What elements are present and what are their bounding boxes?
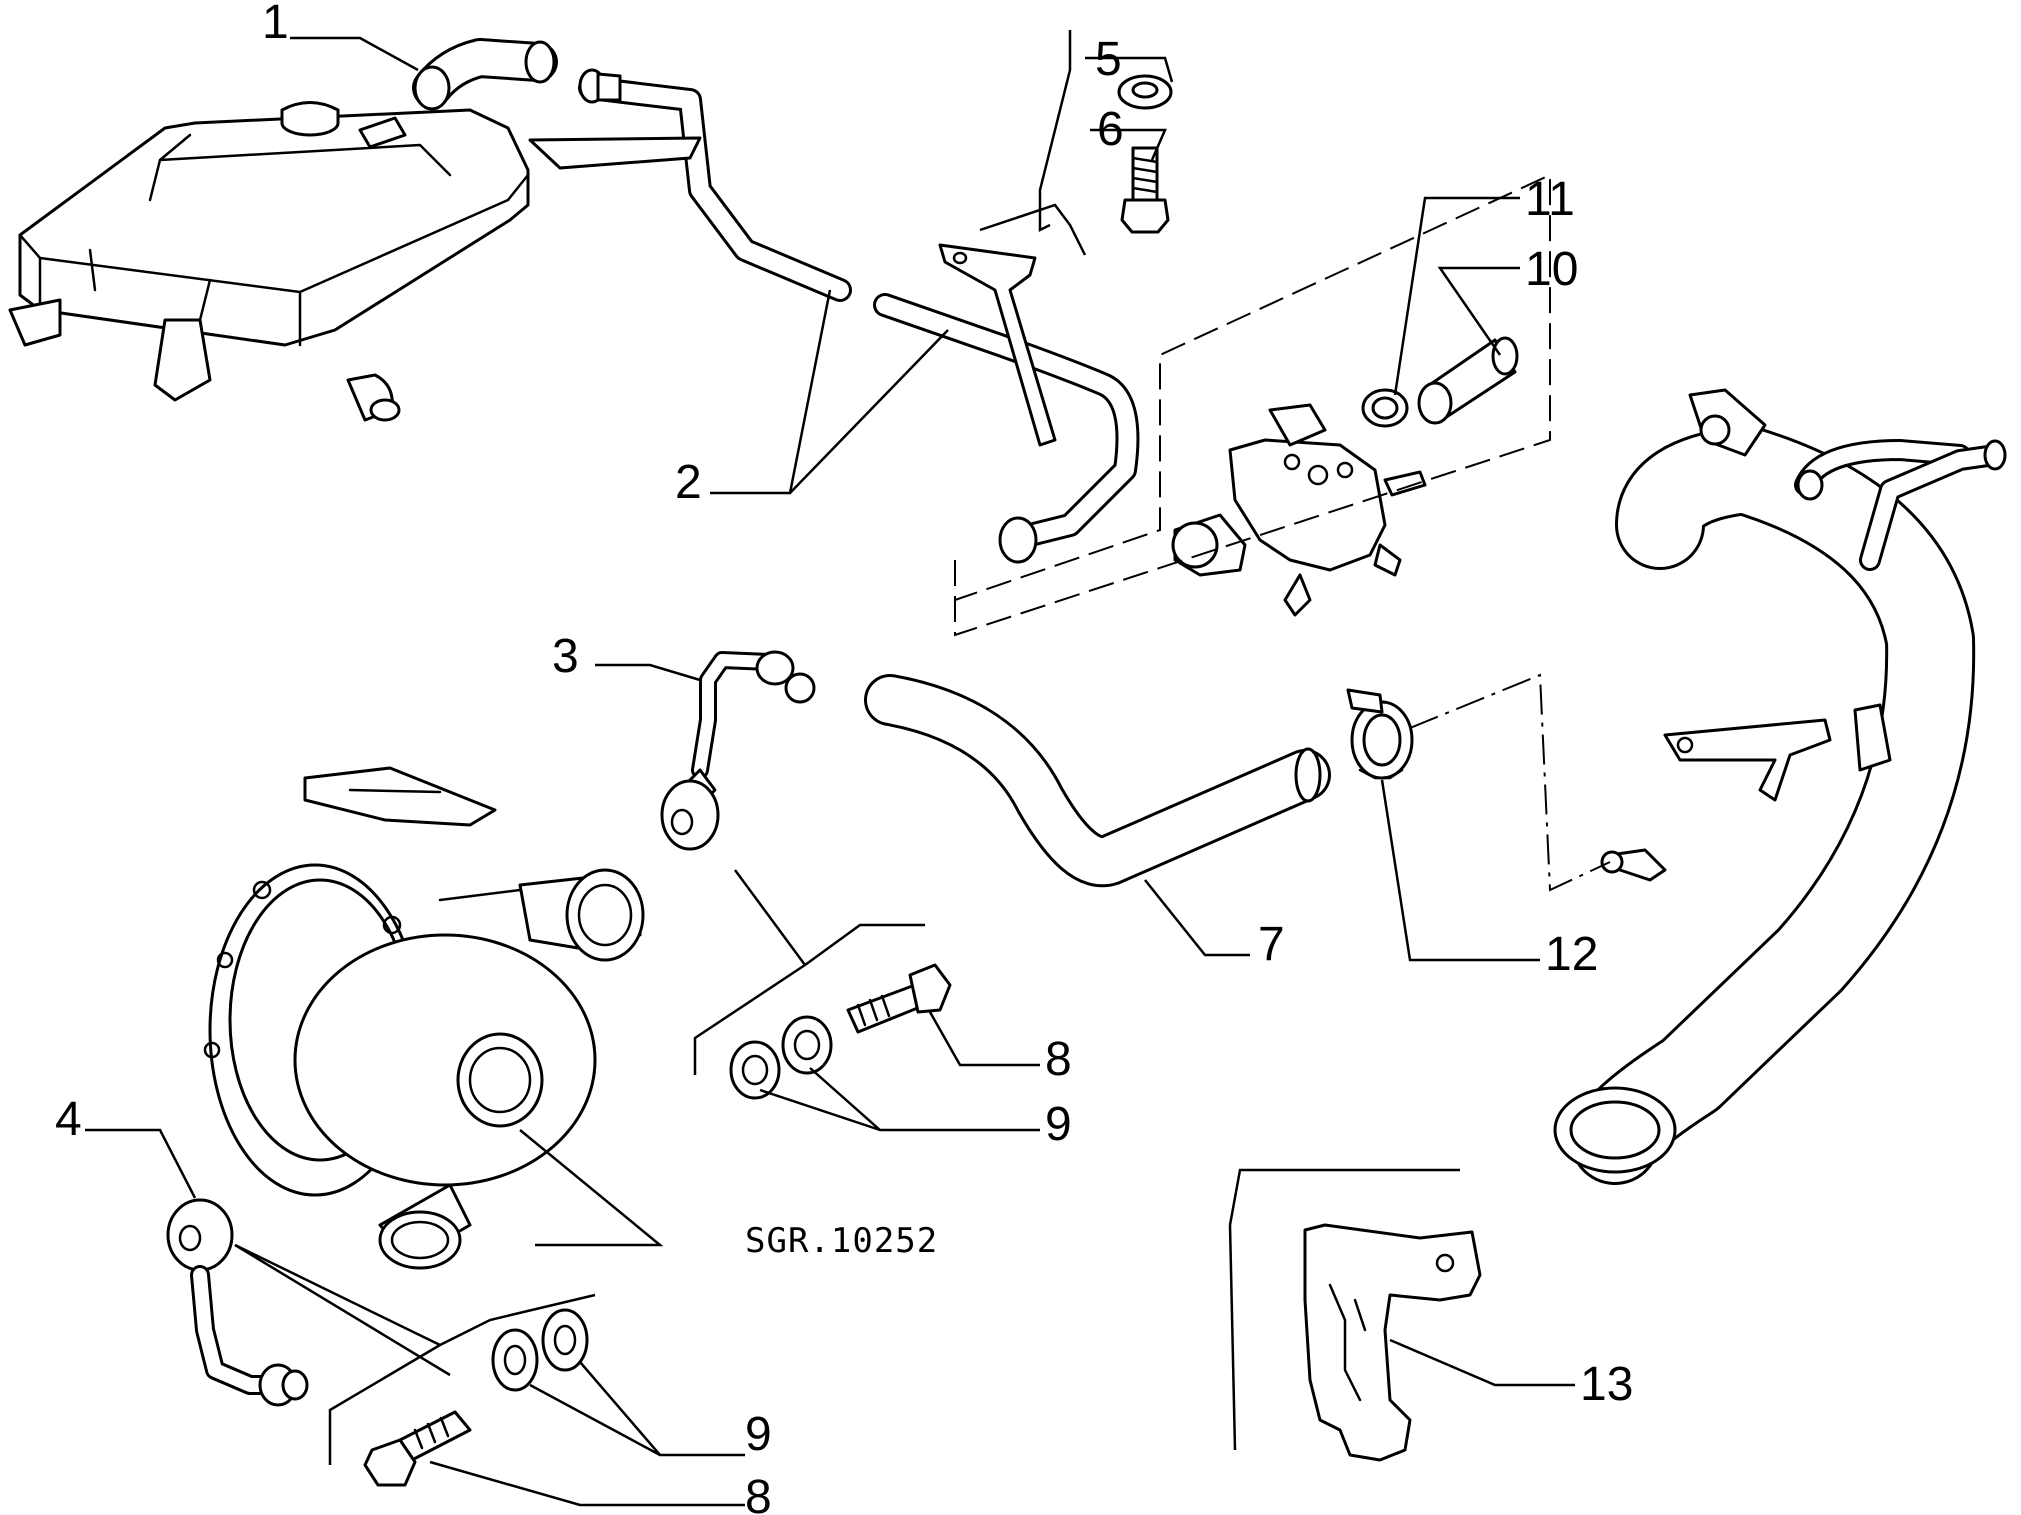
callout-5: 5 bbox=[1095, 33, 1122, 86]
part-5-washer bbox=[1117, 74, 1173, 110]
reference-code: SGR.10252 bbox=[745, 1221, 938, 1261]
part-2-pipe-assembly bbox=[528, 68, 1140, 564]
callout-4: 4 bbox=[55, 1093, 82, 1146]
expansion-tank bbox=[8, 101, 530, 422]
part-9-washer-pair-middle bbox=[729, 1015, 833, 1100]
callout-11: 11 bbox=[1525, 173, 1575, 226]
callout-3: 3 bbox=[552, 630, 579, 683]
part-13-bracket bbox=[1303, 1223, 1482, 1462]
part-10-hose-sleeve bbox=[1417, 336, 1519, 425]
part-3-banjo-oil-pipe bbox=[660, 650, 816, 851]
part-9-washer-pair-lower bbox=[491, 1308, 589, 1392]
callout-2: 2 bbox=[675, 456, 702, 509]
thermostat-housing bbox=[1171, 403, 1427, 617]
part-1-elbow-hose bbox=[412, 38, 558, 111]
callout-13: 13 bbox=[1580, 1358, 1633, 1411]
part-12-hose-clamp bbox=[1346, 688, 1414, 780]
callout-7: 7 bbox=[1258, 918, 1285, 971]
callout-12: 12 bbox=[1545, 928, 1598, 981]
assembly-dashdot-line bbox=[1409, 673, 1611, 892]
coolant-pipe-assembly bbox=[1553, 388, 2007, 1185]
callout-1: 1 bbox=[262, 0, 289, 49]
assembly-dash-line bbox=[954, 173, 1551, 637]
callout-10: 10 bbox=[1525, 243, 1578, 296]
part-4-banjo-oil-pipe bbox=[166, 1198, 309, 1407]
callout-6: 6 bbox=[1097, 103, 1124, 156]
callout-8-middle: 8 bbox=[1045, 1033, 1072, 1086]
part-11-clip bbox=[1361, 388, 1409, 428]
callout-8-lower: 8 bbox=[745, 1471, 772, 1515]
part-8-banjo-bolt-middle bbox=[846, 963, 952, 1034]
callout-9-middle: 9 bbox=[1045, 1098, 1072, 1151]
part-6-bolt bbox=[1120, 146, 1170, 234]
part-7-coolant-hose bbox=[864, 674, 1331, 888]
callout-labels: 1 2 3 4 5 6 7 8 9 10 11 12 13 9 8 SGR.10… bbox=[55, 0, 1633, 1515]
turbocharger bbox=[203, 766, 645, 1270]
callout-9-lower: 9 bbox=[745, 1408, 772, 1461]
leader-lines bbox=[85, 30, 1575, 1507]
part-8-banjo-bolt-lower bbox=[363, 1410, 472, 1487]
